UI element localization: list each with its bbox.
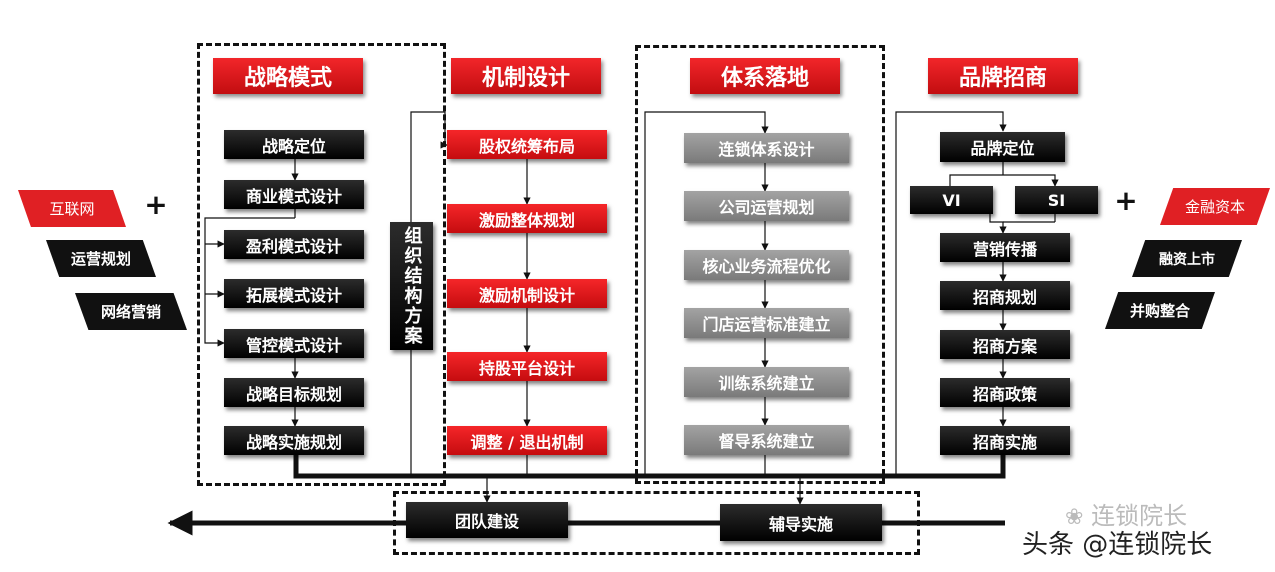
strategy-item: 管控模式设计 [224, 329, 364, 358]
right-tag: 金融资本 [1160, 188, 1270, 225]
header-system: 体系落地 [690, 58, 840, 94]
bottom-group-frame [393, 491, 920, 555]
plus-right: + [1114, 183, 1138, 217]
brand-item: 品牌定位 [940, 132, 1065, 162]
org-structure-box: 组织结构方案 [390, 222, 433, 350]
bottom-team: 团队建设 [406, 502, 568, 538]
left-tag: 互联网 [18, 190, 126, 227]
strategy-item: 战略定位 [224, 130, 364, 159]
mechanism-item: 调整 / 退出机制 [447, 426, 607, 455]
header-brand: 品牌招商 [928, 58, 1078, 94]
mechanism-item: 激励机制设计 [447, 279, 607, 308]
brand-item: 营销传播 [940, 233, 1070, 262]
right-tag: 融资上市 [1132, 240, 1242, 277]
watermark-top: ❀ 连锁院长 [1065, 502, 1188, 530]
brand-item: 招商政策 [940, 378, 1070, 407]
strategy-group-frame [197, 43, 446, 486]
brand-item: 招商实施 [940, 426, 1070, 455]
header-strategy: 战略模式 [213, 58, 363, 94]
left-tag: 运营规划 [46, 240, 156, 277]
watermark-bottom: 头条 @连锁院长 [1022, 530, 1213, 560]
header-mechanism: 机制设计 [451, 58, 601, 94]
mechanism-item: 激励整体规划 [447, 204, 607, 233]
system-group-frame [635, 45, 885, 484]
right-tag: 并购整合 [1105, 292, 1215, 329]
plus-left: + [144, 187, 168, 221]
system-item: 门店运营标准建立 [684, 308, 849, 338]
left-tag: 网络营销 [75, 293, 187, 330]
brand-item: 招商方案 [940, 330, 1070, 359]
strategy-item: 战略目标规划 [224, 378, 364, 407]
strategy-item: 盈利模式设计 [224, 230, 364, 259]
brand-item: 招商规划 [940, 281, 1070, 310]
system-item: 训练系统建立 [684, 367, 849, 397]
mechanism-item: 持股平台设计 [447, 352, 607, 381]
strategy-item: 战略实施规划 [224, 426, 364, 455]
system-item: 连锁体系设计 [684, 133, 849, 163]
system-item: 核心业务流程优化 [684, 250, 849, 280]
strategy-item: 拓展模式设计 [224, 279, 364, 308]
brand-vi: VI [910, 186, 993, 214]
system-item: 督导系统建立 [684, 425, 849, 455]
wechat-icon: ❀ [1065, 505, 1084, 530]
strategy-item: 商业模式设计 [224, 180, 364, 209]
brand-si: SI [1015, 186, 1098, 214]
system-item: 公司运营规划 [684, 191, 849, 221]
mechanism-item: 股权统筹布局 [447, 130, 607, 159]
bottom-coaching: 辅导实施 [720, 504, 882, 541]
